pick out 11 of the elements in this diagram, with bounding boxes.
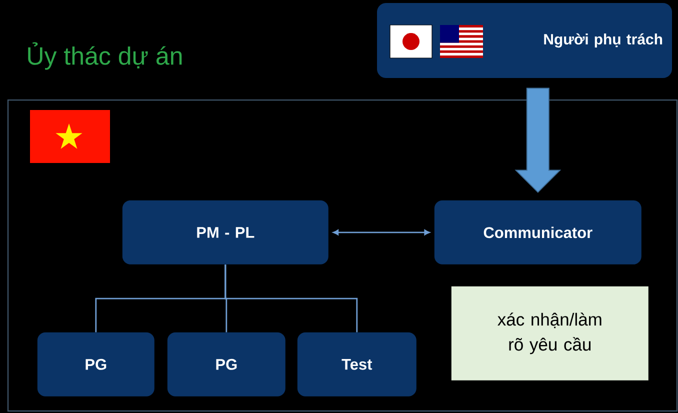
- role-box: Test: [297, 332, 416, 396]
- role-box: PM - PL: [122, 200, 328, 264]
- block-arrow: [514, 88, 562, 193]
- title: Ủy thác dự án: [28, 42, 182, 70]
- arrow: [333, 230, 430, 236]
- role-box: Communicator: [434, 200, 642, 264]
- note-box: xác nhận/làm rõ yêu cầu: [451, 286, 648, 380]
- frame-box: [7, 99, 678, 412]
- role-box: PG: [37, 332, 154, 396]
- connector-line: [224, 264, 358, 332]
- role-box: PG: [167, 332, 286, 396]
